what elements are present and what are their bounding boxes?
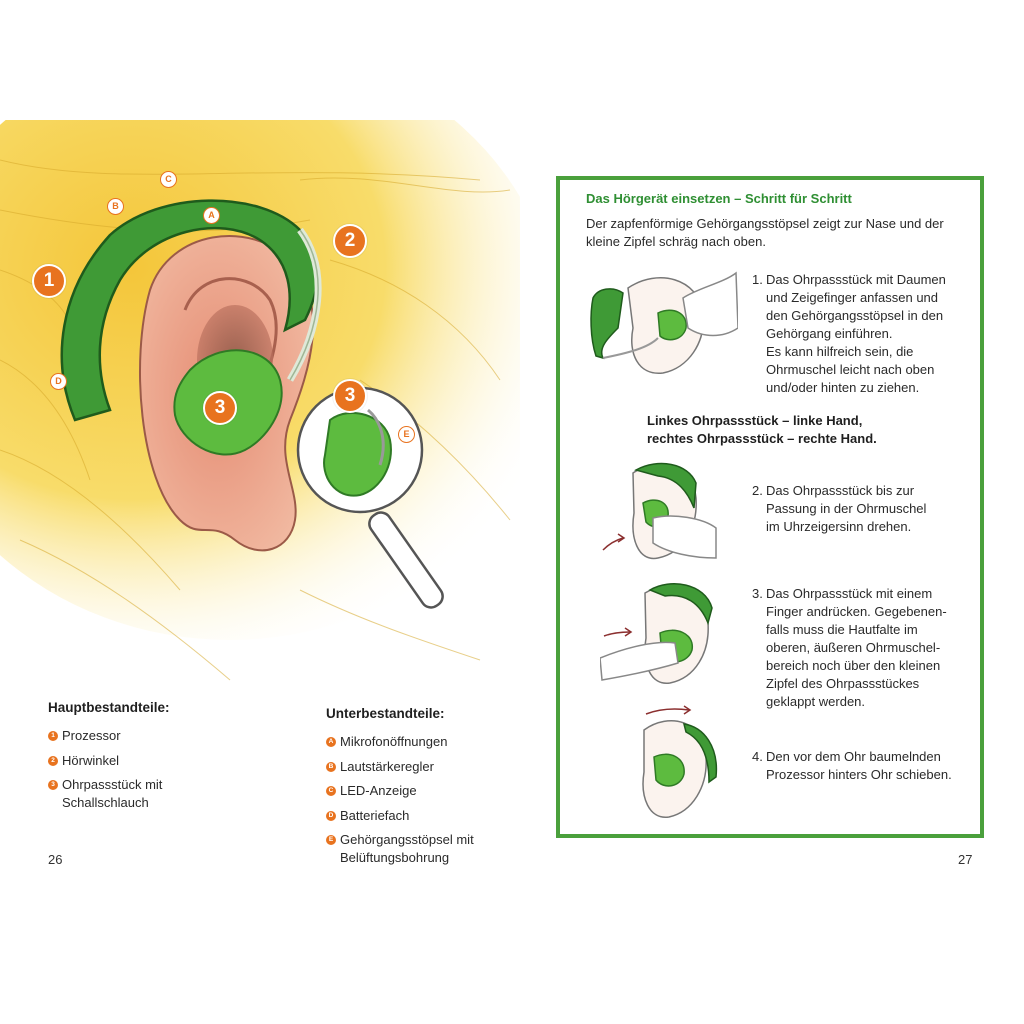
lettered-bullet: D — [326, 810, 336, 821]
step-1: 1. Das Ohrpassstück mit Daumen und Zeige… — [752, 271, 946, 397]
step-text: Das Ohrpassstück bis zur Passung in der … — [766, 483, 927, 534]
instruction-intro: Der zapfenförmige Gehörgangsstöpsel zeig… — [586, 216, 944, 249]
step-2: 2. Das Ohrpassstück bis zur Passung in d… — [752, 482, 926, 536]
callout-e-badge: E — [398, 426, 415, 443]
sub-parts-heading: Unterbestandteile: — [326, 706, 445, 721]
step-number: 1. — [752, 272, 763, 287]
step-number: 3. — [752, 586, 763, 601]
numbered-bullet: 2 — [48, 755, 58, 766]
main-parts-heading: Hauptbestandteile: — [48, 700, 170, 715]
step-text: Den vor dem Ohr baumelnden Prozessor hin… — [766, 749, 952, 782]
lettered-bullet: E — [326, 835, 336, 845]
page-number-right: 27 — [958, 852, 973, 867]
step-3-illustration — [599, 578, 720, 693]
callout-1-badge: 1 — [32, 264, 66, 298]
instruction-title: Das Hörgerät einsetzen – Schritt für Sch… — [586, 191, 852, 206]
callout-3-magnifier-badge: 3 — [333, 379, 367, 413]
step-text: Das Ohrpassstück mit Daumen und Zeigefin… — [766, 272, 946, 395]
callout-3-badge: 3 — [203, 391, 237, 425]
step-3: 3. Das Ohrpassstück mit einem Finger and… — [752, 585, 947, 711]
callout-a-badge: A — [203, 207, 220, 224]
step-4: 4. Den vor dem Ohr baumelnden Prozessor … — [752, 748, 952, 784]
step-2-illustration — [598, 458, 718, 570]
step-text: Das Ohrpassstück mit einem Finger andrüc… — [766, 586, 947, 709]
lettered-bullet: B — [326, 761, 336, 772]
callout-2-badge: 2 — [333, 224, 367, 258]
lettered-bullet: A — [326, 737, 336, 747]
callout-d-badge: D — [50, 373, 67, 390]
callout-c-badge: C — [160, 171, 177, 188]
ear-illustration: 1 2 3 3 A B C D E — [0, 40, 560, 700]
numbered-bullet: 1 — [48, 731, 58, 741]
step-number: 4. — [752, 749, 763, 764]
lettered-bullet: C — [326, 786, 336, 796]
numbered-bullet: 3 — [48, 780, 58, 790]
page-number-left: 26 — [48, 852, 63, 867]
instruction-box — [556, 176, 984, 838]
step-number: 2. — [752, 483, 763, 498]
step-4-illustration — [624, 702, 724, 824]
hand-note: Linkes Ohrpassstück – linke Hand, rechte… — [647, 413, 877, 446]
step-1-illustration — [588, 268, 739, 386]
callout-b-badge: B — [107, 198, 124, 215]
